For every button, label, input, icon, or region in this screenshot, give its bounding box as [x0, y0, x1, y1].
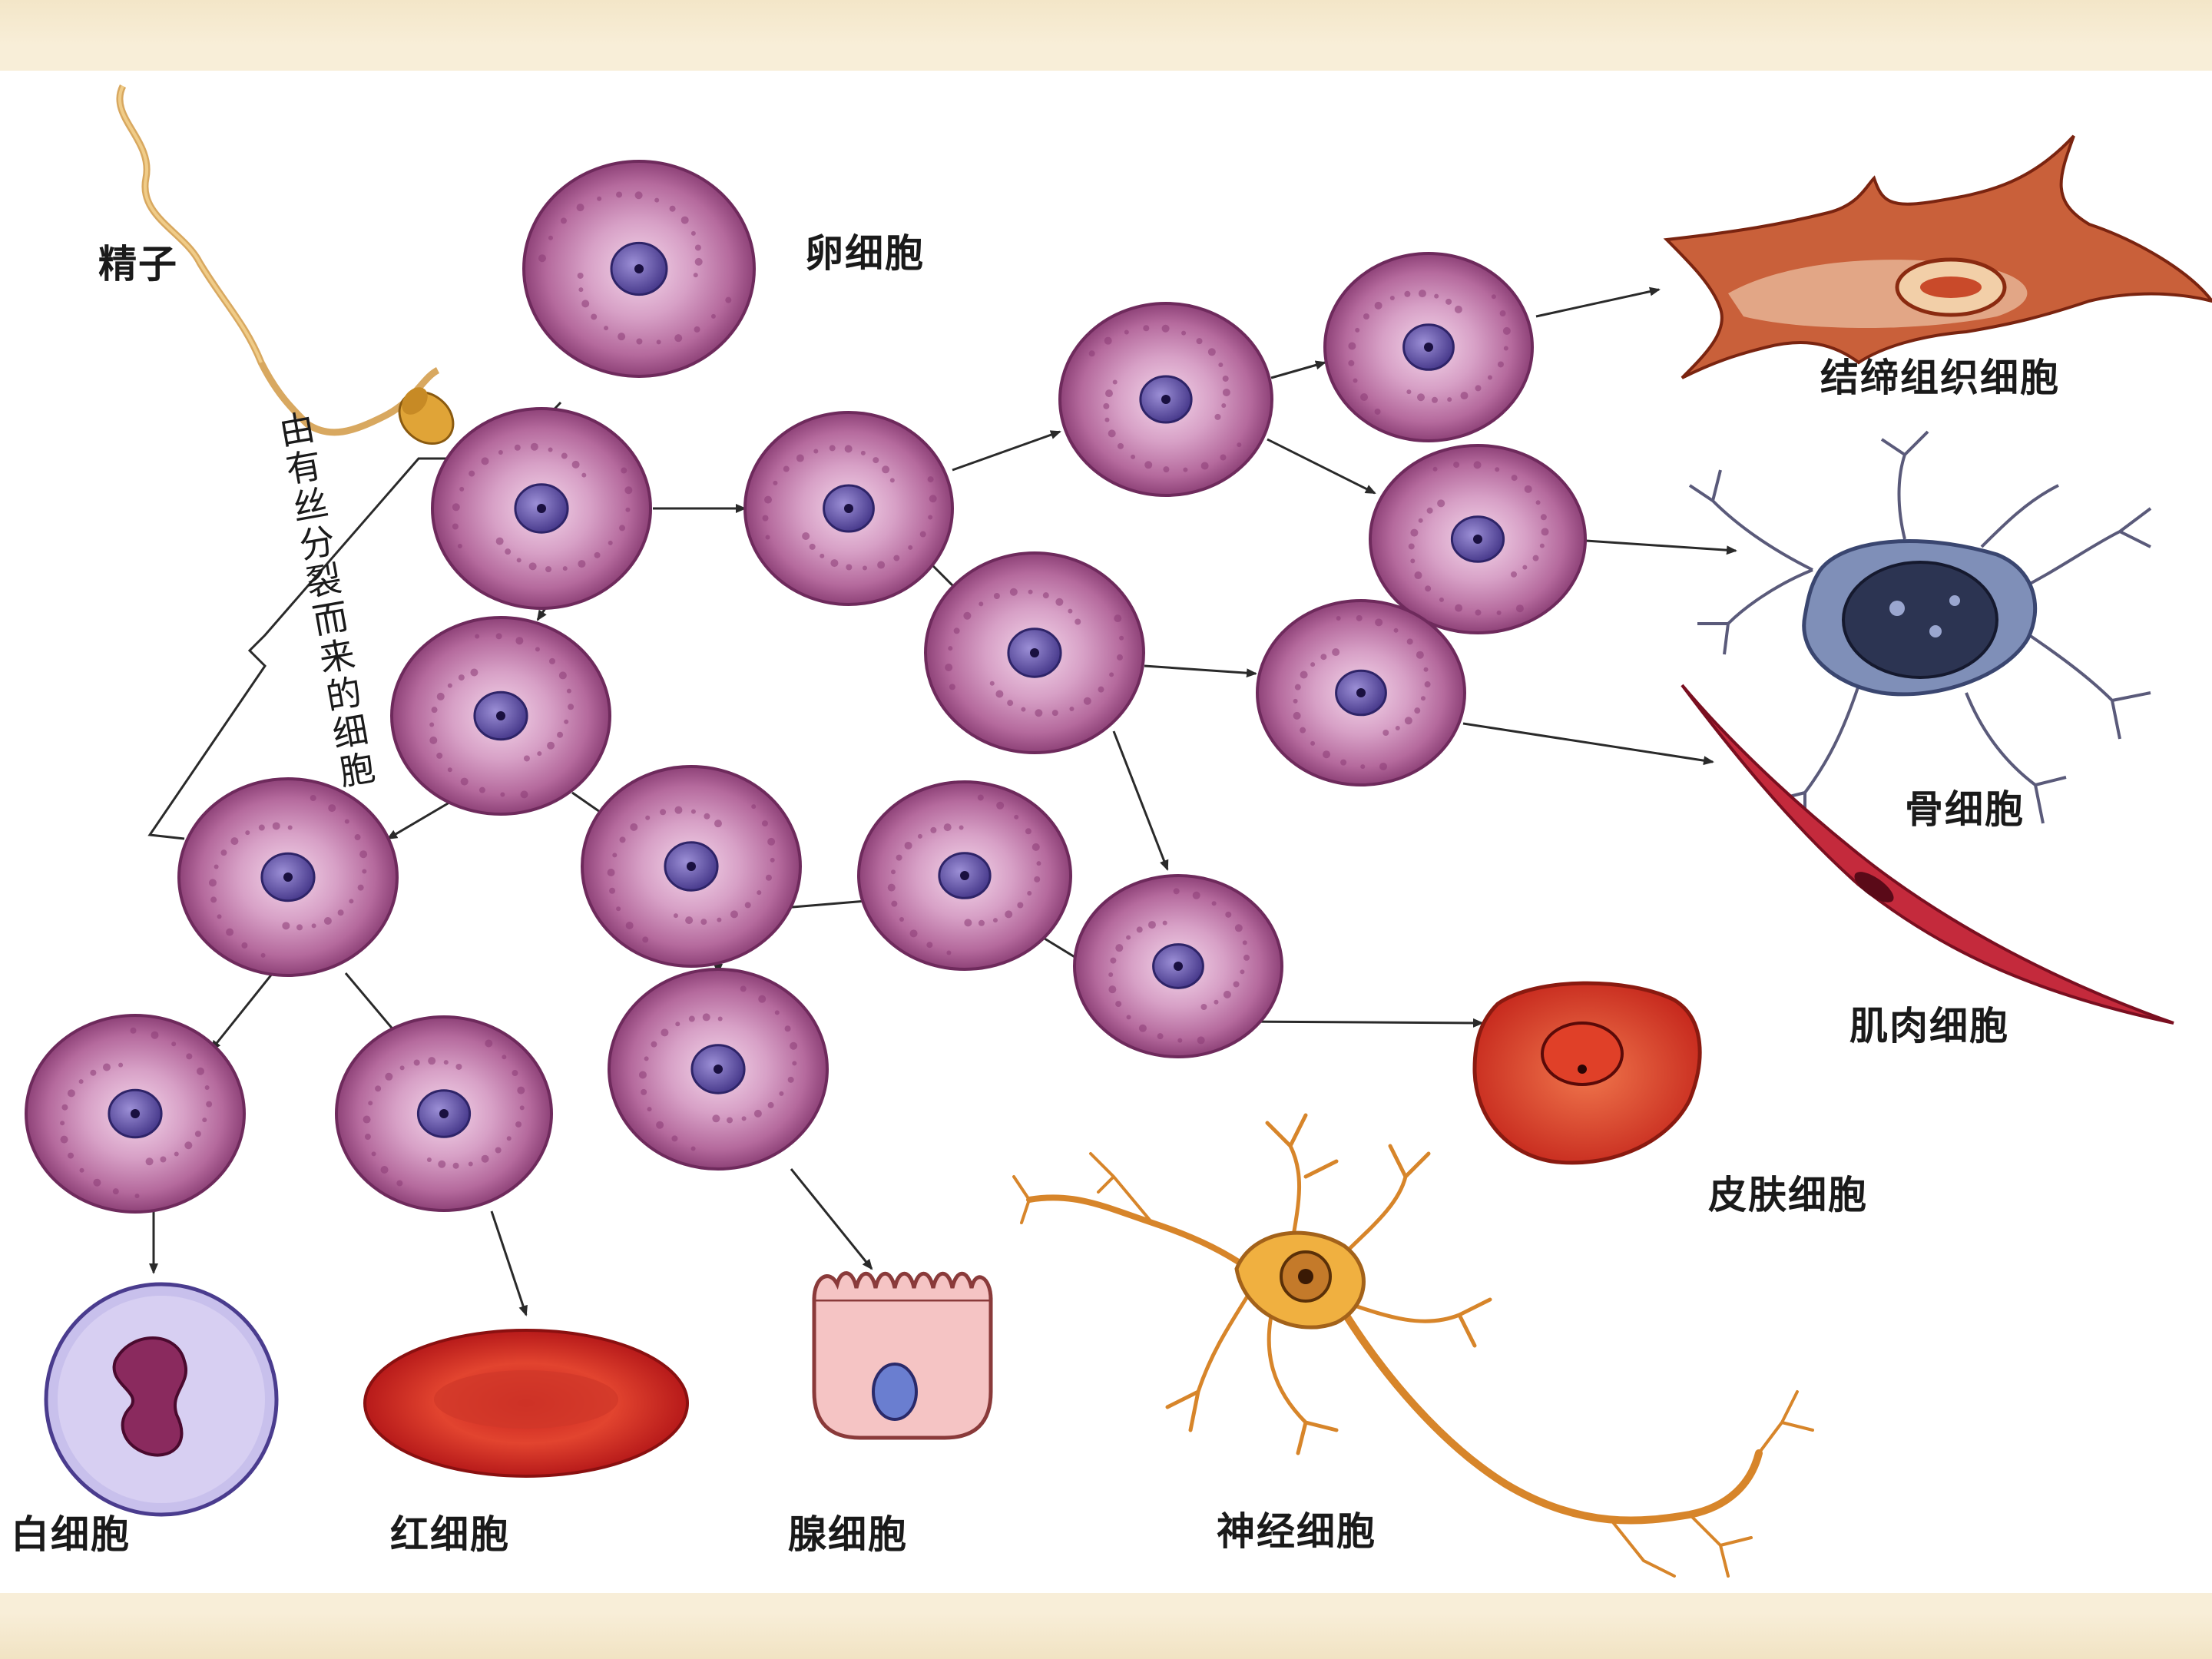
stem-cell-2 [743, 411, 954, 606]
sperm-cell [116, 84, 455, 445]
arrow-9-to-14 [210, 972, 274, 1051]
arrow-5-to-bone [1585, 539, 1737, 555]
stem-cell-13 [608, 968, 829, 1171]
stem-cell-10 [581, 765, 802, 968]
arrow-6-to-12 [1112, 730, 1169, 871]
arrow-13-to-gland [790, 1168, 873, 1270]
white-blood-cell [44, 1282, 279, 1517]
stem-cell-15 [335, 1015, 553, 1212]
arrow-4-to-connective [1535, 286, 1661, 318]
stem-cell-8 [390, 616, 611, 816]
arrow-15-to-red [490, 1210, 528, 1316]
stem-cell-14 [25, 1014, 246, 1214]
arrow-1-to-8 [536, 608, 547, 621]
cell-differentiation-diagram [25, 84, 2212, 1578]
gland-cell [812, 1271, 993, 1440]
stem-cell-7 [1256, 599, 1466, 786]
nerve-cell [1012, 1113, 1814, 1578]
stem-cell-1 [431, 407, 652, 610]
bone-cell-body [1802, 539, 2038, 697]
stem-cell-9 [177, 777, 399, 977]
muscle-cell [1681, 684, 2174, 1025]
stem-cell-11 [857, 780, 1072, 971]
label-red-blood-cell: 红细胞 [390, 1512, 510, 1557]
stem-cell-6 [924, 551, 1145, 754]
nerve-cell-body [1234, 1230, 1366, 1330]
connective-tissue-cell [1663, 134, 2212, 379]
stem-cell-3 [1058, 302, 1273, 497]
label-egg: 卵细胞 [805, 230, 925, 276]
arrow-8-to-9 [386, 799, 454, 840]
arrow-12-to-skin [1243, 1018, 1484, 1028]
label-sperm: 精子 [98, 241, 178, 286]
arrow-2-to-3 [952, 430, 1061, 472]
arrow-10-to-11 [783, 896, 877, 909]
label-bone-cell: 骨细胞 [1905, 786, 2025, 832]
egg-cell [522, 160, 756, 378]
arrow-6-to-7 [1144, 664, 1257, 678]
diagram-panel: 精子 卵细胞 由有丝分裂而来的细胞 结缔组织细胞 骨细胞 肌肉细胞 皮肤细胞 神… [0, 71, 2212, 1593]
stem-cell-12 [1073, 874, 1283, 1058]
bone-cell [1688, 430, 2152, 831]
label-nerve-cell: 神经细胞 [1217, 1508, 1376, 1554]
arrow-7-to-muscle [1462, 722, 1714, 766]
arrow-3-to-4 [1270, 360, 1326, 379]
mitosis-bracket [147, 457, 453, 840]
label-connective-tissue: 结缔组织细胞 [1820, 355, 2060, 400]
arrow-3-to-5 [1267, 438, 1376, 495]
cells [25, 160, 1587, 1214]
label-white-blood-cell: 白细胞 [11, 1512, 131, 1557]
red-blood-cell [363, 1329, 689, 1478]
label-skin-cell: 皮肤细胞 [1708, 1172, 1868, 1217]
label-muscle-cell: 肌肉细胞 [1849, 1003, 2009, 1048]
label-gland-cell: 腺细胞 [788, 1512, 908, 1557]
stem-cell-4 [1323, 252, 1534, 442]
stem-cell-5 [1369, 444, 1587, 634]
skin-cell [1472, 981, 1702, 1165]
